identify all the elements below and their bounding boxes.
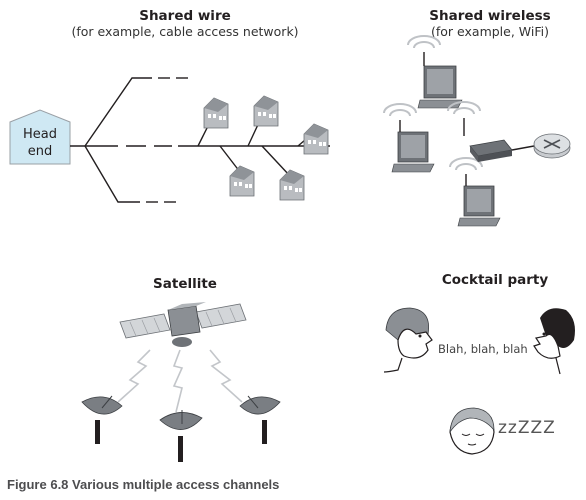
person-icon	[383, 307, 433, 373]
shared-wireless-title: Shared wireless	[429, 8, 551, 24]
cable-network	[9, 77, 330, 203]
figure-caption: Figure 6.8 Various multiple access chann…	[7, 477, 280, 492]
house-icon	[229, 165, 255, 197]
shared-wire-subtitle: (for example, cable access network)	[71, 24, 299, 39]
house-icon	[279, 169, 305, 201]
snore-text: zzZZZ	[498, 418, 556, 438]
router-icon	[533, 133, 571, 159]
house-icon	[203, 97, 229, 129]
satellite-title: Satellite	[153, 276, 217, 292]
person-icon	[533, 308, 575, 375]
satellite-dish-icon	[239, 395, 281, 444]
laptop-icon	[383, 103, 435, 173]
house-icon	[253, 95, 279, 127]
satellite-dish-icon	[81, 395, 123, 444]
satellite-signals	[117, 349, 243, 413]
satellite-dish-icon	[159, 410, 203, 462]
head-end-label-line2: end	[27, 144, 53, 159]
satellite-network	[81, 302, 281, 462]
shared-wire-title: Shared wire	[139, 8, 231, 24]
sleeping-person-icon	[449, 407, 495, 455]
cocktail-party-title: Cocktail party	[441, 272, 549, 288]
house-icon	[303, 123, 329, 155]
head-end-label-line1: Head	[23, 127, 57, 142]
access-point-icon	[447, 101, 513, 162]
wireless-network	[383, 35, 571, 227]
laptop-icon	[407, 35, 463, 109]
shared-wireless-subtitle: (for example, WiFi)	[431, 24, 549, 39]
satellite-icon	[119, 302, 247, 347]
cocktail-party-scene	[383, 307, 575, 455]
laptop-icon	[449, 157, 501, 227]
head-end-label: Head end	[18, 126, 62, 160]
head-end-box-icon	[9, 109, 71, 165]
speech-text: Blah, blah, blah	[438, 342, 528, 356]
